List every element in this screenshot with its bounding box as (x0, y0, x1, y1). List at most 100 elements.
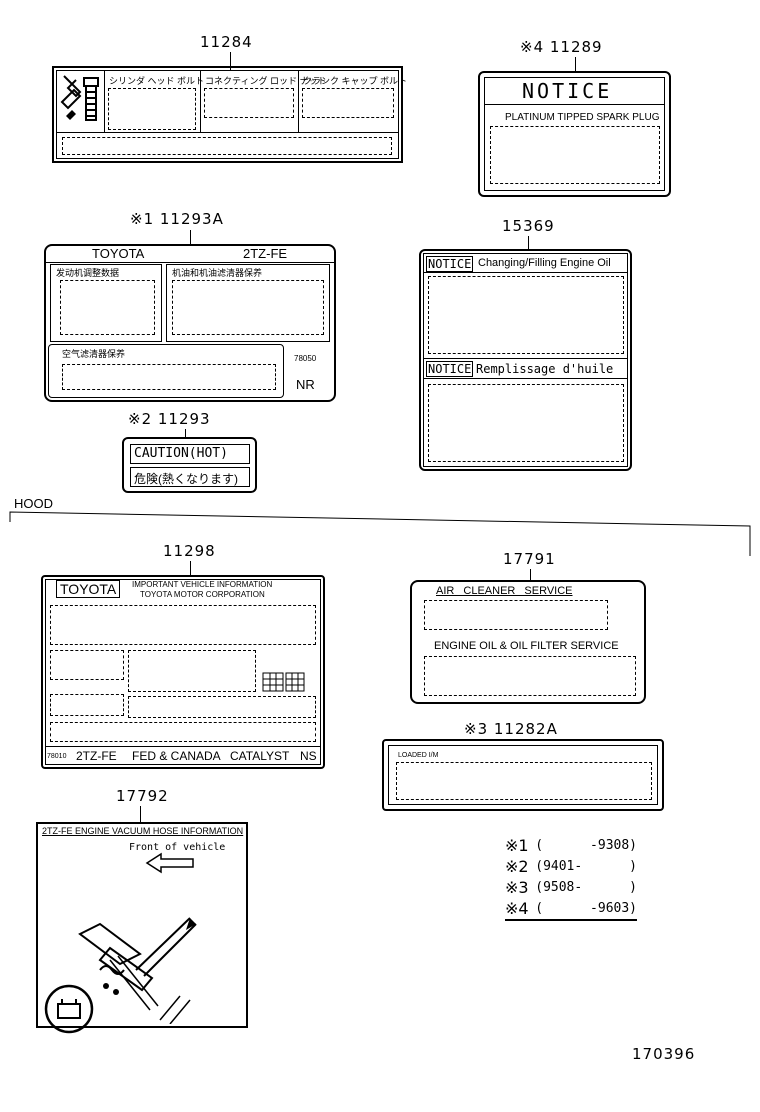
note-mark: ※4 (505, 899, 529, 918)
brand-toyota: TOYOTA (56, 580, 121, 598)
loaded-im: LOADED I/M (398, 752, 439, 759)
divider (104, 70, 105, 132)
label-11282A-inner (388, 745, 658, 805)
note-range: ( -9308) (535, 838, 637, 853)
market: FED & CANADA (132, 749, 221, 763)
label-11298-inner (45, 579, 321, 765)
label-11289-inner (484, 77, 665, 191)
leader-line (140, 806, 141, 822)
notice-en-title: Changing/Filling Engine Oil (478, 257, 611, 269)
notes-list: ※1 ( -9308) ※2 (9401- ) ※3 (9508- ) ※4 (… (505, 835, 637, 921)
placeholder-box (128, 696, 316, 718)
cell-connecting-rod-nut: コネクティング ロッド ナット (205, 76, 327, 86)
label-code: 78050 (294, 354, 317, 363)
note-row: ※2 (9401- ) (505, 856, 637, 877)
catalyst: CATALYST (230, 749, 290, 763)
label-11284-inner (56, 70, 399, 159)
cell-box (48, 344, 284, 398)
label-11293A (44, 244, 336, 402)
engine-hose-drawing (40, 900, 244, 1024)
notice-en: NOTICE (426, 256, 474, 272)
notice-fr: NOTICE (426, 361, 474, 377)
air-cleaner-service: AIR CLEANER SERVICE (436, 585, 573, 597)
placeholder-box (428, 384, 624, 462)
front-of-vehicle: Front of vehicle (129, 842, 226, 853)
label-17792 (36, 822, 248, 1028)
note-mark: ※2 (505, 857, 529, 876)
leader-line (190, 561, 191, 575)
note-mark: ※1 (505, 836, 529, 855)
part-number-15369: 15369 (502, 217, 555, 235)
note-range: (9401- ) (535, 859, 637, 874)
notice-subtitle: PLATINUM TIPPED SPARK PLUG (505, 112, 660, 123)
engine-code: 2TZ-FE (243, 246, 288, 261)
divider (298, 70, 299, 132)
ns-mark: NS (300, 749, 317, 763)
leader-line (528, 236, 529, 250)
placeholder-box (108, 88, 196, 130)
placeholder-box (50, 605, 316, 645)
detail-magnifier (44, 984, 94, 1034)
label-11298 (41, 575, 325, 769)
leader-line (530, 569, 531, 581)
divider (423, 272, 628, 273)
cell-crank-cap-bolt: クランク キャップ ボルト (303, 76, 408, 86)
placeholder-box (396, 762, 652, 800)
divider (423, 358, 628, 359)
placeholder-box (424, 600, 608, 630)
section-hood: HOOD (14, 496, 53, 511)
placeholder-box (204, 88, 294, 118)
leader-line (190, 230, 191, 244)
note-range: (9508- ) (535, 880, 637, 895)
notice-fr-title: Remplissage d'huile (476, 362, 614, 376)
cell-box (166, 264, 330, 342)
brand-toyota: TOYOTA (92, 246, 145, 261)
danger-box (130, 467, 250, 487)
important-info-heading: IMPORTANT VEHICLE INFORMATION (132, 580, 273, 589)
diagram-number: 170396 (632, 1045, 696, 1063)
label-mark: NR (296, 377, 315, 392)
part-number-11293: ※2 11293 (128, 410, 211, 428)
placeholder-box (62, 137, 392, 155)
placeholder-box (428, 276, 624, 354)
arrow-left-icon (145, 852, 195, 874)
placeholder-box (50, 650, 124, 680)
divider (423, 378, 628, 379)
label-11293 (122, 437, 257, 493)
label-11289 (478, 71, 671, 197)
part-number-17791: 17791 (503, 550, 556, 568)
divider (45, 746, 321, 747)
cell-air-cleaner: 空气滤清器保养 (62, 349, 126, 359)
caution-box (130, 444, 250, 464)
wrench-bolt-icon (58, 72, 102, 128)
cell-box (50, 264, 162, 342)
toyota-motor-corp: TOYOTA MOTOR CORPORATION (140, 590, 265, 599)
part-number-17792: 17792 (116, 787, 169, 805)
placeholder-box (302, 88, 394, 118)
part-number-11282A: ※3 11282A (464, 720, 558, 738)
grid-icon (262, 672, 306, 692)
engine-code: 2TZ-FE (76, 749, 117, 763)
leader-line (185, 429, 186, 437)
note-range: ( -9603) (535, 901, 637, 916)
note-row: ※3 (9508- ) (505, 877, 637, 898)
placeholder-box (128, 650, 256, 692)
divider (484, 104, 665, 105)
cell-oil-service: 机油和机油滤清器保养 (172, 268, 263, 278)
label-code: 78010 (47, 753, 67, 760)
placeholder-box (490, 126, 660, 184)
leader-line (575, 57, 576, 71)
divider (56, 132, 399, 133)
placeholder-box (424, 656, 636, 696)
part-number-11293A: ※1 11293A (130, 210, 224, 228)
label-11282A (382, 739, 664, 811)
label-11284 (52, 66, 403, 163)
cell-cylinder-head-bolt: シリンダ ヘッド ボルト (109, 76, 205, 86)
caution-text: CAUTION(HOT) (134, 446, 228, 461)
oil-filter-service: ENGINE OIL & OIL FILTER SERVICE (434, 640, 619, 652)
placeholder-box (50, 694, 124, 716)
label-15369 (419, 249, 632, 471)
label-17791 (410, 580, 646, 704)
part-number-11298: 11298 (163, 542, 216, 560)
note-row: ※4 ( -9603) (505, 898, 637, 921)
